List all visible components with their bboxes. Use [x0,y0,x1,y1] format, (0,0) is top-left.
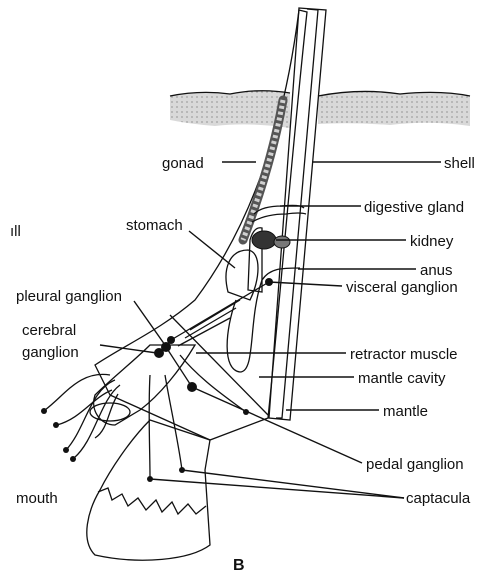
label-edge-fragment: ıll [10,223,21,240]
captacula-filaments [41,355,249,482]
label-gonad: gonad [162,155,204,172]
foot [87,420,210,560]
label-stomach: stomach [126,217,183,234]
leader-visceral-ganglion [269,282,342,286]
label-mantle-cavity: mantle cavity [358,370,446,387]
panel-letter: B [233,557,245,574]
stomach [226,250,258,300]
label-kidney: kidney [410,233,454,250]
sediment-surface [170,91,470,128]
leader-pedal-ganglion [192,387,362,463]
label-anus: anus [420,262,453,279]
label-pedal-ganglion: pedal ganglion [366,456,464,473]
label-ganglion: ganglion [22,344,79,361]
label-captacula: captacula [406,490,471,507]
label-shell: shell [444,155,475,172]
label-cerebral: cerebral [22,322,76,339]
ganglia [154,278,273,392]
label-digestive-gland: digestive gland [364,199,464,216]
label-visceral-ganglion: visceral ganglion [346,279,458,296]
label-mouth: mouth [16,490,58,507]
label-pleural-ganglion: pleural ganglion [16,288,122,305]
label-mantle: mantle [383,403,428,420]
label-retractor-muscle: retractor muscle [350,346,458,363]
labels: ıll gonad shell digestive gland stomach … [10,155,475,574]
